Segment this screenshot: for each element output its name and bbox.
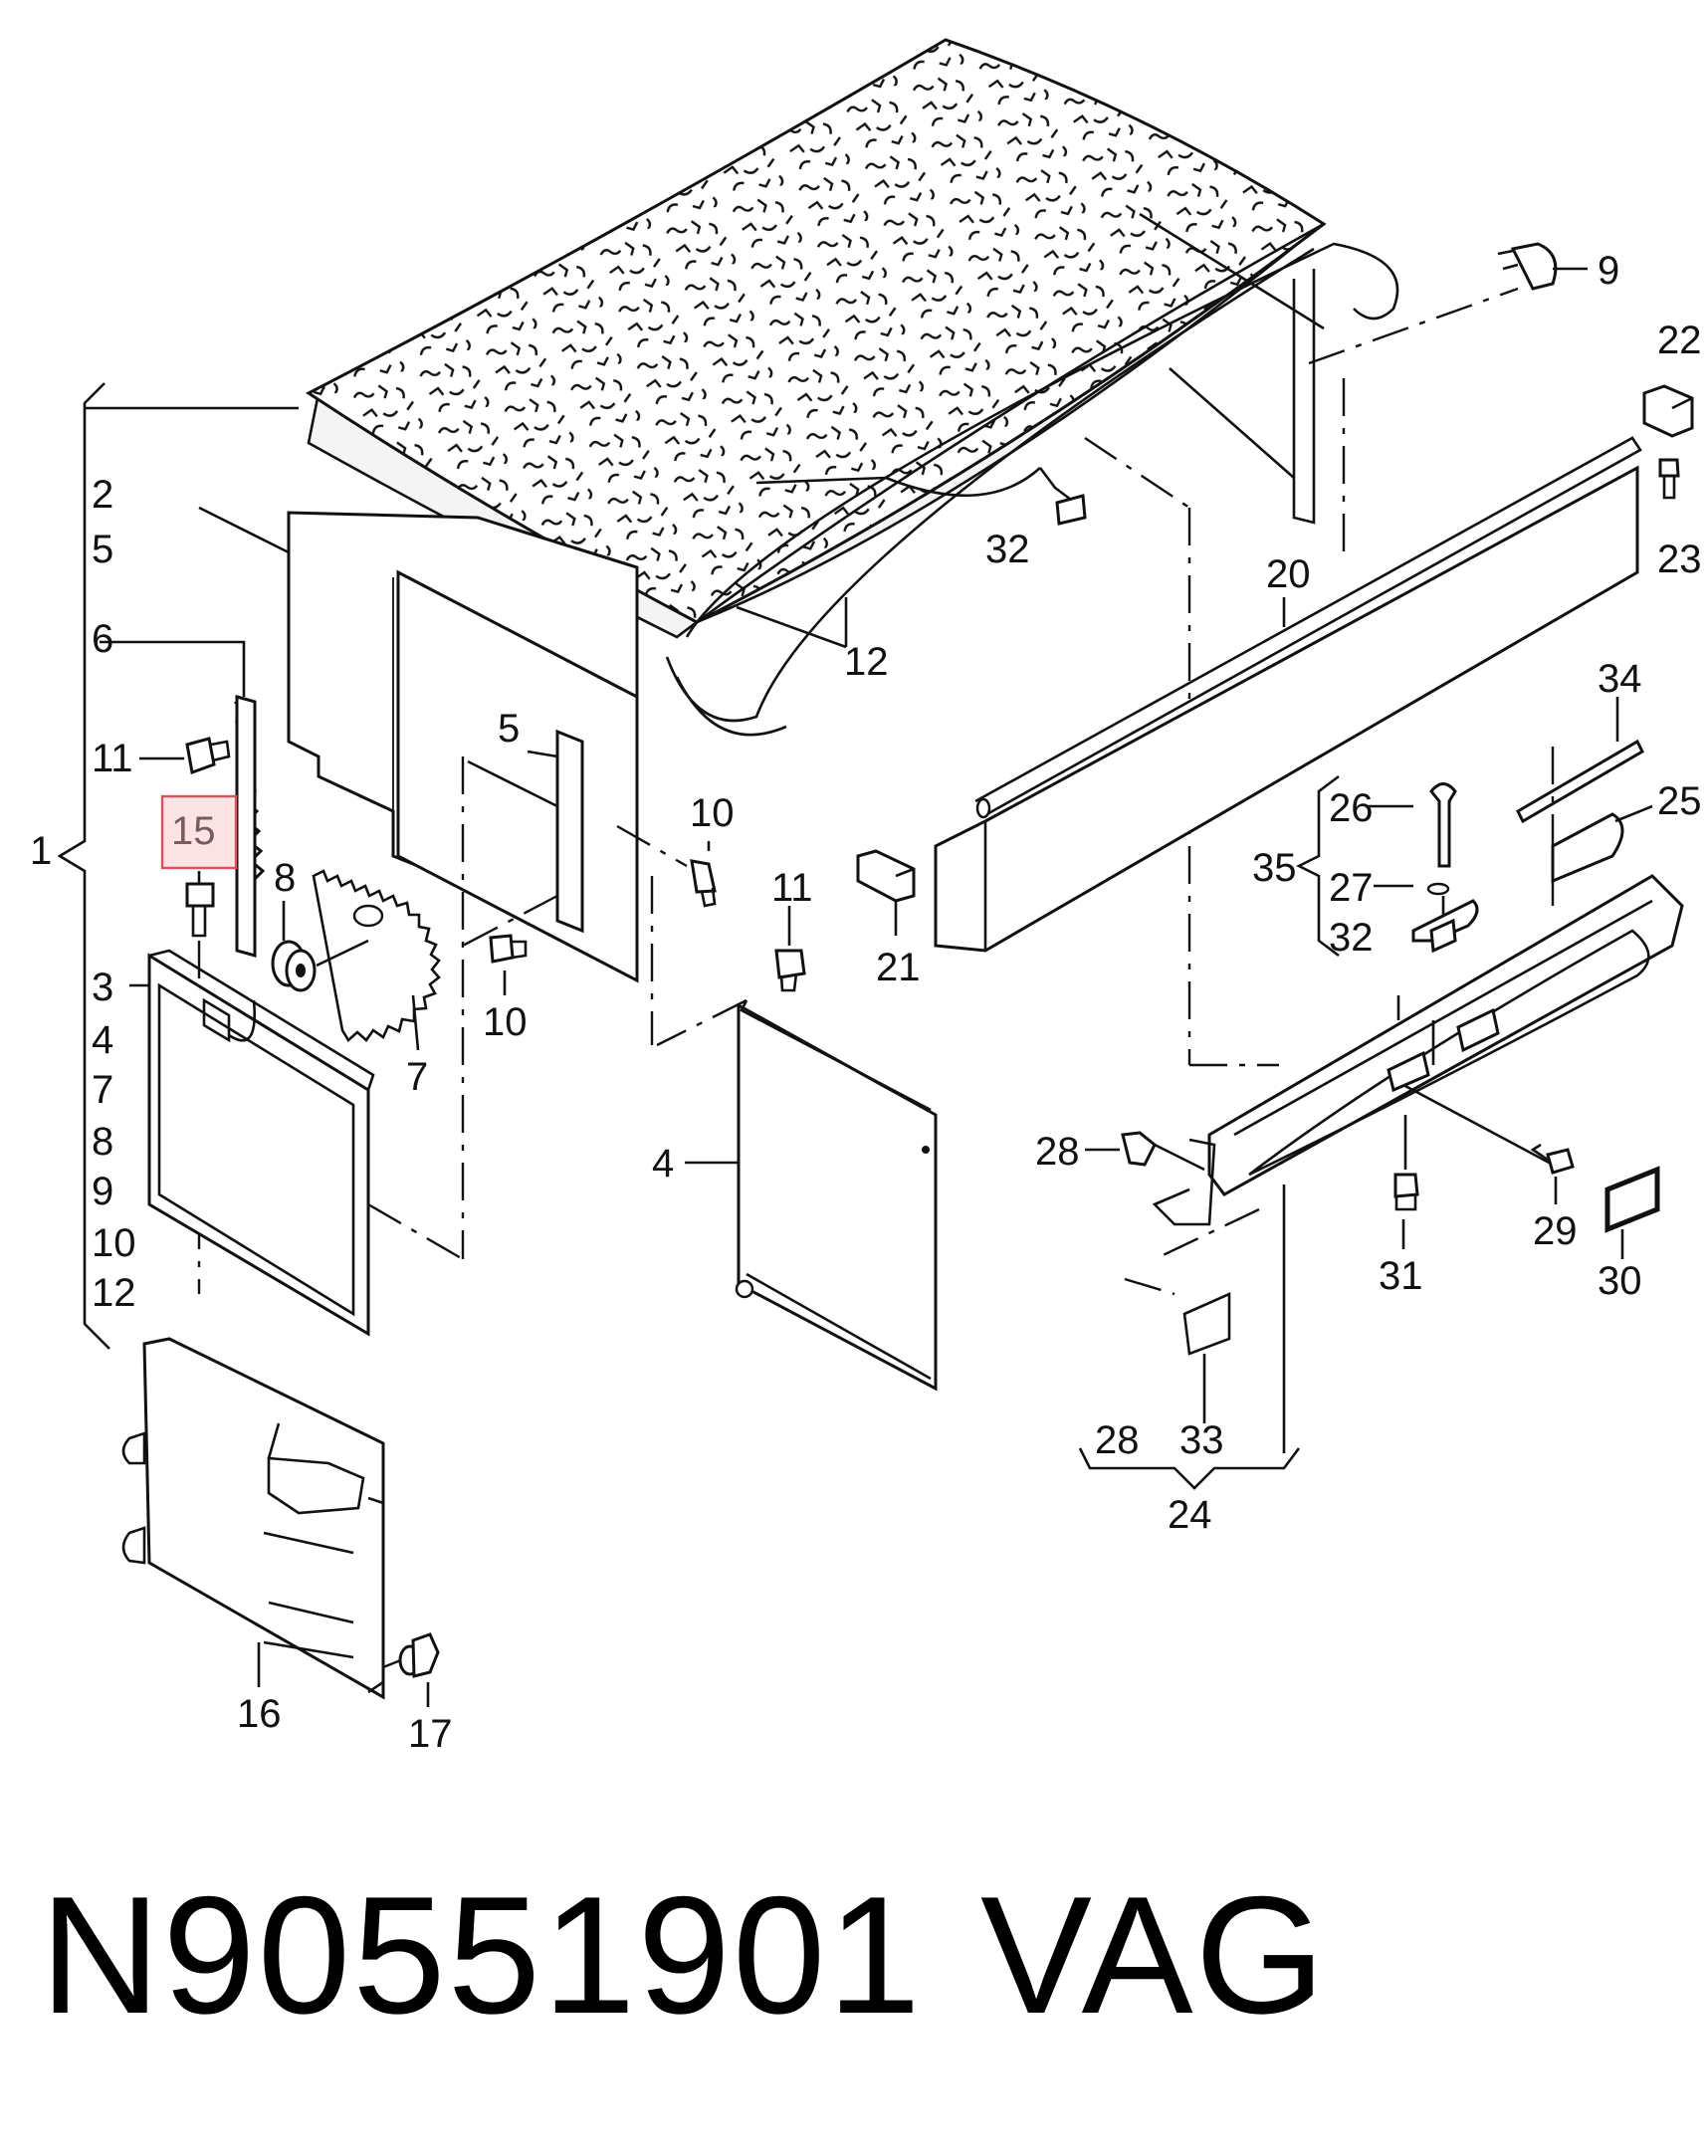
clip-28 xyxy=(1085,1131,1216,1226)
highlight-callout-15 xyxy=(160,794,238,870)
label-27: 27 xyxy=(1329,866,1374,910)
label-32-top: 32 xyxy=(985,528,1030,571)
bracket-group-1 xyxy=(57,382,299,1350)
frame-5 xyxy=(396,569,639,983)
nut-8 xyxy=(271,901,369,992)
label-33: 33 xyxy=(1179,1418,1224,1462)
sill-panel-24 xyxy=(1207,874,1684,1196)
label-12: 12 xyxy=(844,640,889,684)
label-28-bottom: 28 xyxy=(1095,1418,1140,1462)
panel-4 xyxy=(650,876,938,1392)
label-23: 23 xyxy=(1657,538,1702,581)
strip-34 xyxy=(1516,697,1653,906)
label-34: 34 xyxy=(1598,657,1642,701)
label-6: 6 xyxy=(92,617,113,661)
label-26: 26 xyxy=(1329,786,1374,830)
label-12-list: 12 xyxy=(92,1271,136,1315)
label-24: 24 xyxy=(1168,1493,1212,1537)
pad-33 xyxy=(1078,1185,1301,1490)
clip-21 xyxy=(856,849,916,936)
label-8-list: 8 xyxy=(92,1120,113,1164)
label-10-list: 10 xyxy=(92,1221,136,1265)
cable-12 xyxy=(736,467,1087,649)
part-number: N90551901 xyxy=(40,1861,923,2048)
label-17: 17 xyxy=(408,1712,453,1756)
label-11-center: 11 xyxy=(771,866,813,910)
clip-22 xyxy=(1642,384,1694,500)
label-9-list: 9 xyxy=(92,1170,113,1213)
label-16: 16 xyxy=(237,1692,282,1736)
screw-10-right xyxy=(616,824,717,908)
label-7-list: 7 xyxy=(92,1068,113,1112)
label-31: 31 xyxy=(1379,1254,1423,1298)
label-7: 7 xyxy=(406,1055,428,1099)
label-35: 35 xyxy=(1252,846,1297,890)
screw-31 xyxy=(1393,1115,1419,1249)
label-9: 9 xyxy=(1598,249,1619,293)
label-10-right: 10 xyxy=(690,791,735,835)
label-30: 30 xyxy=(1598,1259,1642,1303)
label-15-highlighted[interactable]: 15 xyxy=(171,809,216,853)
serrated-strip-6 xyxy=(100,640,266,958)
label-1: 1 xyxy=(30,829,52,873)
plug-9 xyxy=(1497,242,1588,291)
guide-line-bolt10 xyxy=(462,894,558,948)
label-5: 5 xyxy=(498,707,520,751)
gear-7 xyxy=(312,869,441,1051)
brand-name: VAG xyxy=(980,1861,1328,2048)
label-25: 25 xyxy=(1657,779,1702,823)
pad-30 xyxy=(1604,1166,1660,1259)
bracket-16 xyxy=(121,1337,385,1700)
label-32-right: 32 xyxy=(1329,916,1374,960)
bracket-group-35 xyxy=(1296,774,1457,958)
screw-11-left xyxy=(139,737,231,775)
screw-10-lower xyxy=(489,934,528,995)
frame-3 xyxy=(129,949,464,1337)
label-10-lower: 10 xyxy=(483,1000,528,1044)
callout-labels: 1 2 5 6 11 15 3 4 7 8 9 10 12 8 7 5 10 1… xyxy=(30,249,1702,1756)
label-4-list: 4 xyxy=(92,1018,113,1062)
label-21: 21 xyxy=(876,946,921,989)
label-3: 3 xyxy=(92,966,113,1009)
roof-cover xyxy=(306,38,1399,737)
label-22: 22 xyxy=(1657,319,1702,362)
label-29: 29 xyxy=(1533,1209,1578,1253)
label-8: 8 xyxy=(274,856,296,900)
label-28-top: 28 xyxy=(1035,1130,1080,1174)
label-4: 4 xyxy=(652,1142,674,1186)
label-20: 20 xyxy=(1266,552,1311,596)
screw-11-center xyxy=(656,906,806,1047)
label-5-left: 5 xyxy=(92,528,113,571)
label-11-left: 11 xyxy=(92,737,133,780)
rail-20 xyxy=(934,436,1642,953)
label-2: 2 xyxy=(92,473,113,517)
nut-17 xyxy=(382,1632,440,1707)
screw-29 xyxy=(1530,1143,1575,1204)
